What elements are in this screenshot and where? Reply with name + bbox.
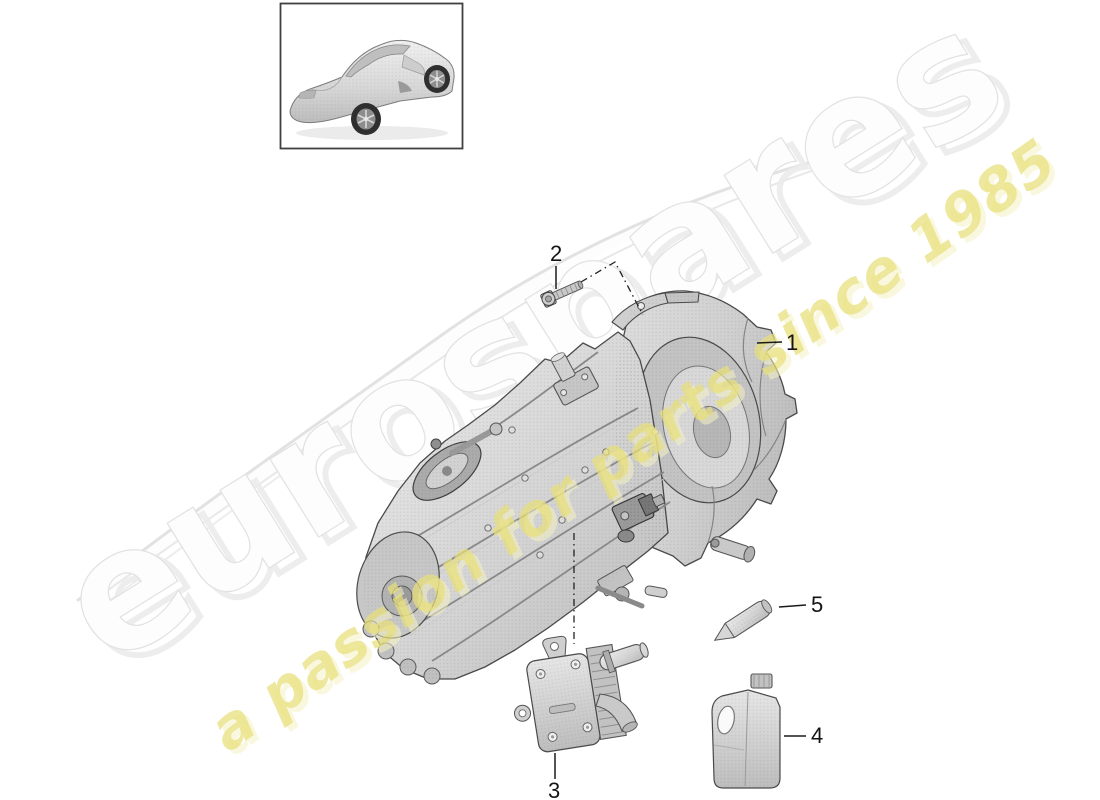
swoosh-upper-edge bbox=[76, 148, 862, 602]
callout-1-leader bbox=[756, 341, 783, 344]
bolt-part-2 bbox=[540, 280, 584, 308]
bolt-reference-line bbox=[580, 261, 644, 316]
callout-2-label[interactable]: 2 bbox=[550, 241, 562, 266]
callout-2[interactable]: 2 bbox=[550, 241, 562, 289]
callout-4[interactable]: 4 bbox=[784, 723, 823, 748]
callout-4-label[interactable]: 4 bbox=[811, 723, 823, 748]
oil-cooler-part-3 bbox=[514, 635, 649, 753]
vehicle-thumbnail bbox=[279, 2, 464, 150]
callout-5-leader bbox=[778, 604, 807, 608]
sealant-tube-part-5 bbox=[713, 599, 773, 641]
callout-1-label[interactable]: 1 bbox=[786, 330, 798, 355]
callouts-layer: 1 2 3 4 5 bbox=[548, 241, 823, 800]
gearbox-illustration bbox=[356, 290, 798, 685]
lower-linkage bbox=[595, 565, 668, 609]
callout-3[interactable]: 3 bbox=[548, 753, 560, 800]
callout-1[interactable]: 1 bbox=[756, 330, 798, 355]
swoosh-tail-line bbox=[91, 469, 289, 614]
reference-lines bbox=[573, 261, 644, 644]
callout-3-label[interactable]: 3 bbox=[548, 778, 560, 800]
car-illustration bbox=[289, 39, 455, 140]
callout-5-label[interactable]: 5 bbox=[811, 592, 823, 617]
callout-5[interactable]: 5 bbox=[778, 592, 823, 617]
oil-container-part-4 bbox=[711, 673, 781, 789]
cooler-top-port bbox=[599, 642, 649, 674]
axle-stub bbox=[710, 536, 756, 563]
swoosh-lower-edge bbox=[85, 155, 857, 607]
swoosh-graphic bbox=[76, 148, 862, 614]
cooler-side-port bbox=[595, 693, 638, 733]
